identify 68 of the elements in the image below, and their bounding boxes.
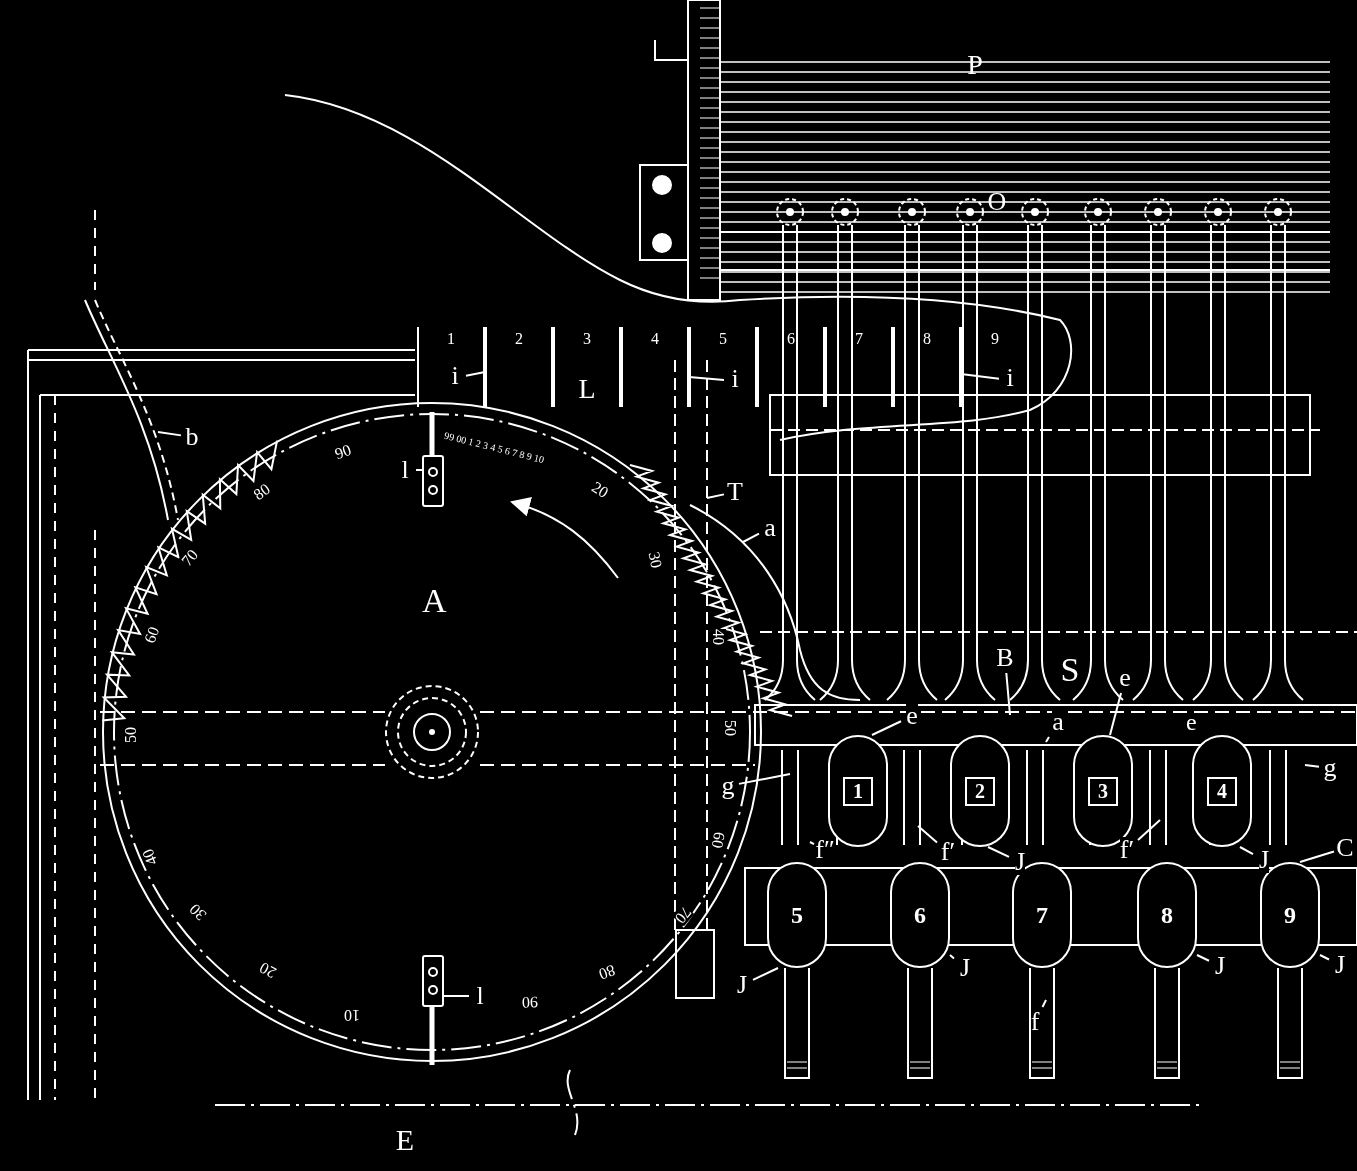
leader-line: [738, 773, 791, 785]
counter-window: [553, 327, 621, 407]
scale-number: 99 00 1 2 3 4 5 6 7 8 9 10: [443, 430, 545, 466]
part-letter: S: [1060, 653, 1080, 687]
number-key: [890, 862, 950, 968]
number-key: [767, 862, 827, 968]
leader-line: [1299, 850, 1335, 863]
counter-digit: 1: [447, 331, 455, 347]
leader-line: [742, 532, 760, 543]
leader-line: [465, 371, 486, 377]
leader-line: [706, 493, 725, 499]
counter-window: [689, 327, 757, 407]
key-number: 7: [1036, 903, 1048, 927]
clip-plate: [422, 455, 444, 507]
pawl-rod: [689, 504, 861, 701]
scale-number: 10: [344, 1007, 360, 1023]
counter-digit: 4: [651, 331, 659, 347]
key-number: 8: [1161, 903, 1173, 927]
scale-number: 30: [645, 550, 665, 570]
part-letter: E: [395, 1125, 415, 1155]
leader-line: [415, 469, 423, 471]
leader-line: [1109, 692, 1123, 736]
leader-line: [1137, 819, 1161, 841]
leader-line: [1041, 999, 1047, 1008]
leader-line: [949, 954, 955, 960]
clip-plate: [422, 955, 444, 1007]
leader-line: [157, 431, 182, 437]
counter-digit: 2: [515, 331, 523, 347]
counter-digit: 7: [855, 331, 863, 347]
key-number: 5: [791, 903, 803, 927]
leader-line: [917, 825, 938, 844]
counter-digit: 8: [923, 331, 931, 347]
counter-window: [757, 327, 825, 407]
number-key: [1137, 862, 1197, 968]
scale-number: 40: [710, 629, 726, 645]
counter-digit: 5: [719, 331, 727, 347]
leader-line: [1239, 846, 1254, 856]
part-letter: A: [422, 584, 447, 618]
key-number: 9: [1284, 903, 1296, 927]
leader-line: [1319, 954, 1330, 961]
counter-digit: 3: [583, 331, 591, 347]
leader-line: [752, 967, 779, 981]
leader-line: [443, 995, 470, 997]
leader-line: [688, 376, 725, 382]
part-letter: e: [1186, 710, 1197, 734]
counter-window: [893, 327, 961, 407]
leader-line: [1304, 764, 1320, 768]
curved-rod: [84, 299, 179, 521]
leader-line: [987, 846, 1010, 858]
leader-line: [1196, 954, 1210, 962]
counter-digit: 9: [991, 331, 999, 347]
leader-line: [1005, 672, 1011, 716]
leader-line: [871, 720, 902, 736]
counter-digit: 6: [787, 331, 795, 347]
scale-number: 50: [722, 720, 738, 736]
key-number: 1: [843, 776, 873, 806]
key-number: 3: [1088, 776, 1118, 806]
key-number: 6: [914, 903, 926, 927]
counter-window: [417, 327, 485, 407]
leader-line: [1045, 736, 1050, 743]
counter-window: [825, 327, 893, 407]
key-number: 2: [965, 776, 995, 806]
part-letter: L: [578, 375, 596, 403]
key-number: 4: [1207, 776, 1237, 806]
counter-window: [621, 327, 689, 407]
scale-number: 50: [123, 727, 139, 743]
counter-window: [485, 327, 553, 407]
scale-number: 90: [521, 993, 539, 1011]
